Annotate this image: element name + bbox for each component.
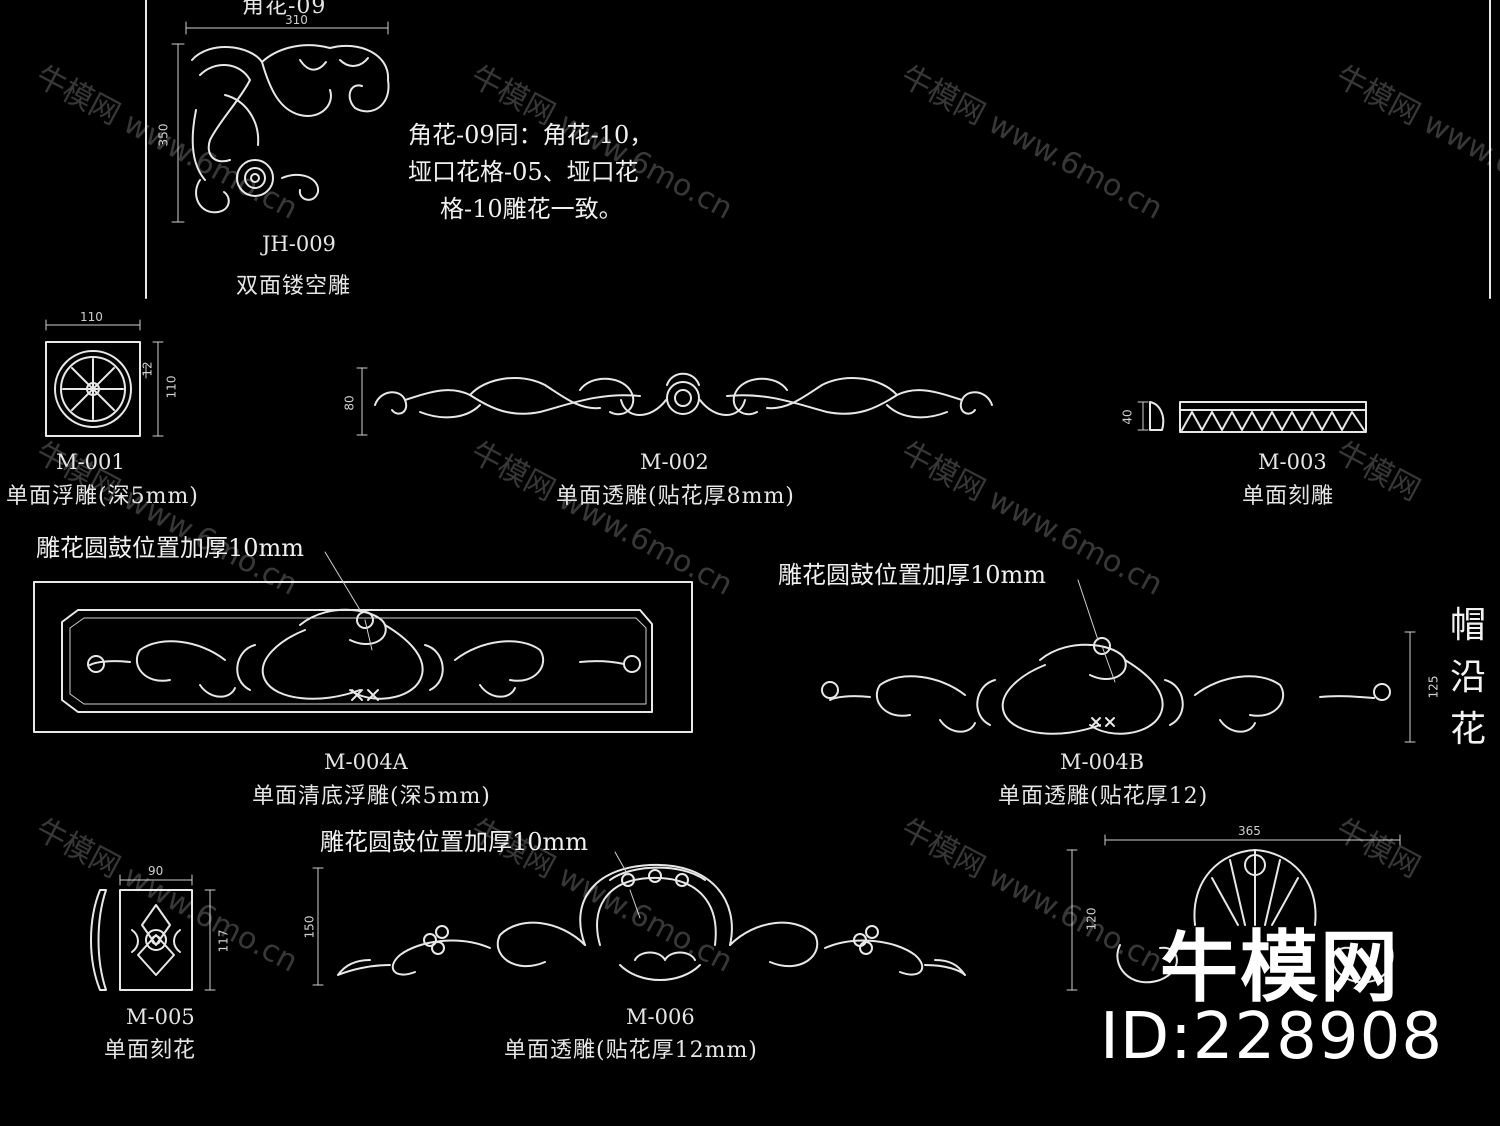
m004b-callout: 雕花圆鼓位置加厚10mm xyxy=(778,561,1047,589)
corner-code: JH-009 xyxy=(262,232,336,256)
panel-m003 xyxy=(1137,401,1367,433)
side-title-char: 帽 xyxy=(1449,605,1486,646)
panel-m006 xyxy=(312,851,966,986)
panel-m002 xyxy=(356,367,993,436)
m004b-code: M-004B xyxy=(1060,750,1145,774)
m001-desc: 单面浮雕(深5mm) xyxy=(6,484,199,509)
corner-height-dim: 350 xyxy=(156,123,171,147)
corner-note-line: 格-10雕花一致。 xyxy=(440,195,623,223)
m003-code: M-003 xyxy=(1258,450,1327,474)
panel-m004a xyxy=(33,551,693,733)
m006-callout: 雕花圆鼓位置加厚10mm xyxy=(320,828,589,856)
m006-desc: 单面透雕(贴花厚12mm) xyxy=(504,1038,758,1063)
brand-stamp: 牛模网 xyxy=(1160,923,1401,1013)
panel-m007 xyxy=(1066,834,1401,991)
m004b-height-dim: 125 xyxy=(1426,675,1441,699)
corner-note-line: 角花-09同：角花-10， xyxy=(408,121,654,149)
m004a-callout: 雕花圆鼓位置加厚10mm xyxy=(36,534,305,562)
corner-note-line: 垭口花格-05、垭口花 xyxy=(408,158,639,186)
m001-width-dim: 110 xyxy=(80,310,103,324)
m006-height-dim: 150 xyxy=(302,915,317,939)
side-title: 帽 沿 花 xyxy=(1446,600,1490,756)
m002-desc: 单面透雕(贴花厚8mm) xyxy=(556,484,795,509)
m005-code: M-005 xyxy=(126,1005,195,1029)
side-title-char: 花 xyxy=(1449,709,1486,750)
corner-flower-jh009 xyxy=(171,21,390,223)
m007-height-dim: 120 xyxy=(1084,907,1099,931)
corner-title: 角花-09 xyxy=(242,0,327,19)
m005-height-dim: 117 xyxy=(216,929,231,953)
m005-desc: 单面刻花 xyxy=(104,1038,197,1063)
corner-desc: 双面镂空雕 xyxy=(236,274,352,299)
m006-code: M-006 xyxy=(626,1005,695,1029)
m004a-desc: 单面清底浮雕(深5mm) xyxy=(252,784,491,809)
m003-height-dim: 40 xyxy=(1120,409,1135,425)
m004a-code: M-004A xyxy=(324,750,408,774)
m001-height-dim: 110 xyxy=(164,375,179,399)
panel-m004b xyxy=(821,579,1416,743)
m007-width-dim: 365 xyxy=(1238,824,1261,838)
m002-code: M-002 xyxy=(640,450,709,474)
m004b-desc: 单面透雕(贴花厚12) xyxy=(998,784,1209,809)
m005-width-dim: 90 xyxy=(148,864,164,878)
id-stamp: ID:228908 xyxy=(1100,1000,1444,1074)
panel-m005 xyxy=(90,874,216,991)
m002-height-dim: 80 xyxy=(342,395,357,411)
m001-code: M-001 xyxy=(56,450,125,474)
side-title-char: 沿 xyxy=(1449,657,1486,698)
m001-inner-dim: 12 xyxy=(140,361,155,377)
m003-desc: 单面刻雕 xyxy=(1242,484,1335,509)
corner-width-dim: 310 xyxy=(285,13,308,27)
panel-m001 xyxy=(45,319,164,437)
